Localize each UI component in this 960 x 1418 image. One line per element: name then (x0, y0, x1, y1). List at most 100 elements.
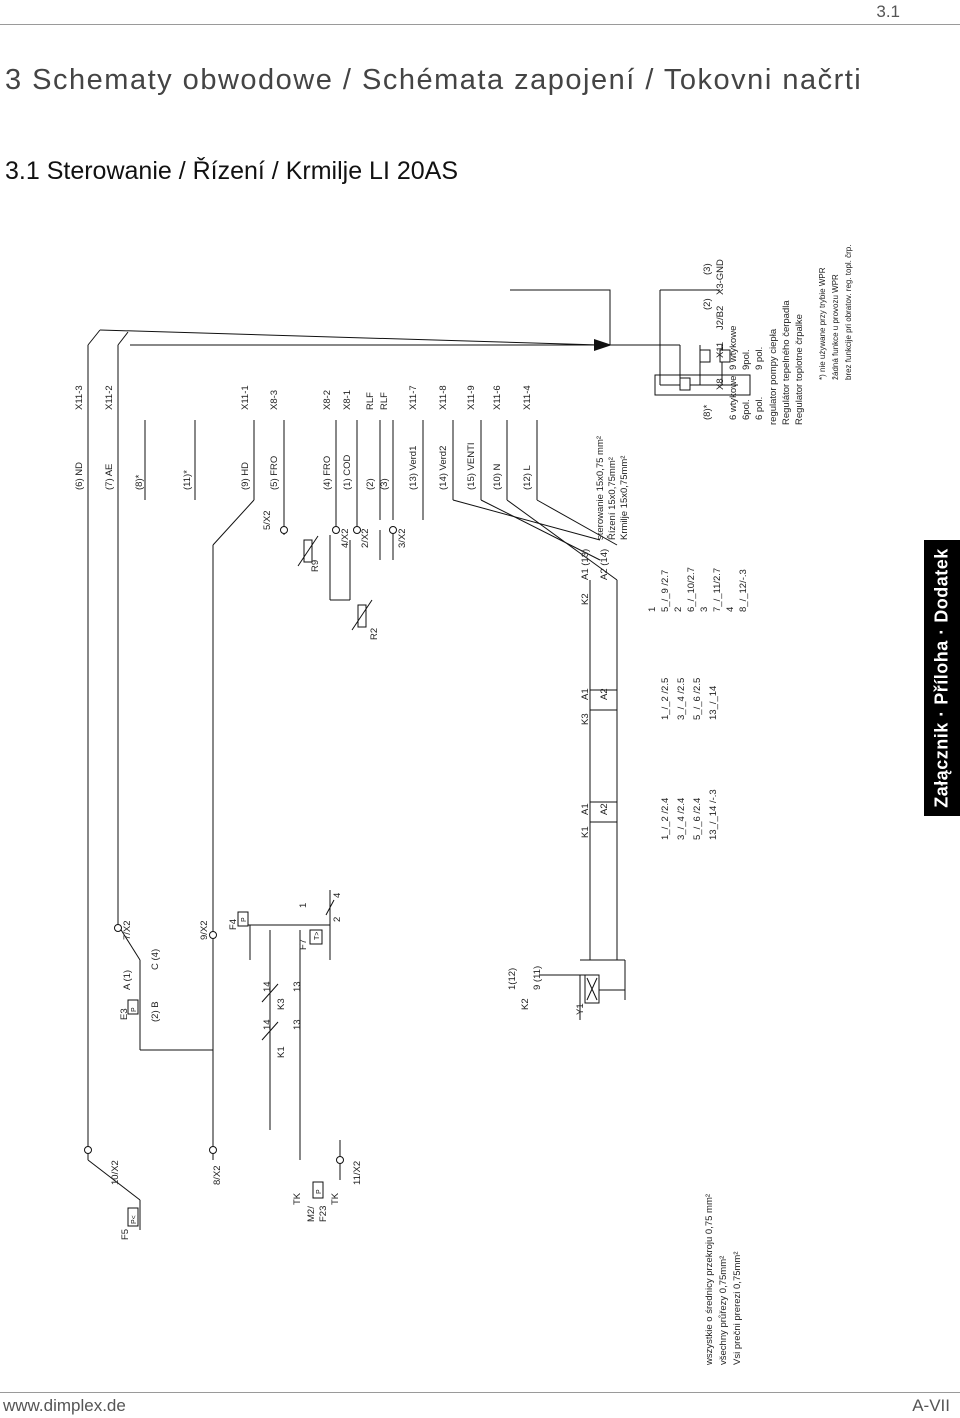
svg-text:všechny průřezy 0,75mm²: všechny průřezy 0,75mm² (718, 1256, 729, 1365)
terminal-labels: X11-3 X11-2 X11-1 X8-3 X8-2 X8-1 RLF RLF… (74, 385, 533, 410)
coil-k3: K3 A1 A2 (580, 688, 617, 725)
signal-verd1: (13) Verd1 (408, 446, 419, 490)
label-9x2: 9/X2 (199, 920, 210, 940)
signal-ae: (7) AE (104, 464, 115, 490)
svg-text:E3: E3 (119, 1008, 130, 1020)
contacts-k2: 1 5_/_9 /2.7 2 6_/_10/2.7 3 7_/_11/2.7 4… (647, 567, 749, 612)
svg-text:*) nie używane przy trybie WPR: *) nie używane przy trybie WPR (818, 267, 827, 380)
label-11x2: 11/X2 (352, 1161, 363, 1185)
svg-text:13_/_14: 13_/_14 (708, 686, 719, 720)
signal-venti: (15) VENTI (466, 442, 477, 490)
svg-text:2: 2 (673, 607, 684, 612)
svg-text:wszystkie o średnicy przekroju: wszystkie o średnicy przekroju 0,75 mm² (704, 1194, 715, 1366)
page-number: 3.1 (876, 2, 900, 21)
signal-n: (10) N (492, 463, 503, 490)
pressure-switch-e3: E3 P A (1) C (4) (2) B (119, 949, 161, 1022)
svg-text:5_/_6 /2.5: 5_/_6 /2.5 (692, 678, 703, 720)
svg-text:1_/_2 /2.5: 1_/_2 /2.5 (660, 678, 671, 720)
sensor-r9: R9 (297, 535, 321, 572)
svg-text:9 (11): 9 (11) (532, 966, 543, 990)
terminal-x11-8: X11-8 (438, 385, 449, 410)
svg-text:9 pol.: 9 pol. (754, 347, 765, 370)
svg-text:M2/: M2/ (306, 1206, 317, 1222)
label-3x2: 3/X2 (397, 528, 408, 548)
signal-fro-4: (4) FRO (322, 456, 333, 490)
svg-text:(2): (2) (702, 298, 713, 310)
plug-box-frame (654, 374, 751, 396)
pressure-switch-f5: F5 P< (120, 1207, 139, 1240)
svg-text:6 pol.: 6 pol. (754, 397, 765, 420)
label-7x2: 7/X2 (122, 920, 133, 940)
relay-k2-left: K2 1(12) 9 (11) (507, 966, 543, 1010)
pressure-switch-f4-icon (237, 911, 249, 927)
signal-2: (2) (365, 478, 376, 490)
svg-text:X8: X8 (715, 378, 726, 390)
thermistor-r2-icon (357, 604, 367, 628)
svg-text:A (1): A (1) (122, 970, 133, 990)
svg-text:A2 (14): A2 (14) (599, 549, 610, 580)
terminal-rlf-1: RLF (365, 392, 376, 410)
svg-text:14: 14 (262, 1019, 273, 1030)
connector-labels: 5/X2 4/X2 2/X2 3/X2 7/X2 9/X2 10/X2 8/X2… (110, 510, 408, 1185)
svg-text:A1: A1 (580, 688, 591, 700)
connector-8x2-icon (209, 1146, 217, 1154)
svg-text:7_/_11/2.7: 7_/_11/2.7 (712, 568, 723, 612)
signal-8: (8)* (134, 474, 145, 490)
connector-5x2-icon (280, 526, 288, 534)
svg-text:K1: K1 (276, 1046, 287, 1058)
svg-text:K2: K2 (520, 998, 531, 1010)
connector-11x2-icon (336, 1156, 344, 1164)
label-4x2: 4/X2 (340, 528, 351, 548)
terminal-x11-3: X11-3 (74, 385, 85, 410)
terminal-x11-2: X11-2 (104, 385, 115, 410)
relay-contacts-left: K1 14 13 K3 14 13 (261, 981, 303, 1058)
svg-text:F23: F23 (318, 1206, 329, 1222)
svg-text:Řízení 15x0,75mm²: Řízení 15x0,75mm² (607, 457, 618, 540)
pressure-switch-e3-icon (127, 999, 139, 1015)
solenoid-y1: Y1 (575, 974, 600, 1015)
terminal-rlf-2: RLF (379, 392, 390, 410)
side-tab-label: Załącznik · Příloha · Dodatek (931, 548, 952, 808)
svg-text:T>: T> (314, 932, 321, 940)
svg-text:K2: K2 (580, 593, 591, 605)
signal-nd: (6) ND (74, 462, 85, 490)
bottom-rule (0, 1392, 960, 1393)
signal-cod: (1) COD (342, 455, 353, 491)
coil-k2: K2 A1 (13) A2 (14) (580, 549, 610, 605)
svg-text:X11: X11 (715, 342, 726, 358)
svg-text:C (4): C (4) (150, 949, 161, 970)
svg-text:9 wtykowe: 9 wtykowe (728, 326, 739, 370)
svg-text:A1: A1 (580, 803, 591, 815)
label-8x2: 8/X2 (212, 1165, 223, 1185)
signal-fro-5: (5) FRO (269, 456, 280, 490)
label-2x2: 2/X2 (360, 528, 371, 548)
signal-3: (3) (379, 478, 390, 490)
plug-box: (8)* (2) (3) X8 X11 J2/B2 X3-GND 6 wtyko… (654, 259, 805, 425)
svg-text:K3: K3 (276, 998, 287, 1010)
svg-text:Krmilje 15x0,75mm²: Krmilje 15x0,75mm² (619, 456, 630, 540)
terminal-x11-7: X11-7 (408, 385, 419, 410)
svg-text:R2: R2 (369, 628, 380, 640)
svg-text:4: 4 (332, 893, 343, 898)
svg-text:žádná funkce u provozu WPR: žádná funkce u provozu WPR (831, 274, 840, 380)
svg-text:X3-GND: X3-GND (715, 259, 726, 295)
svg-text:P: P (131, 1007, 138, 1012)
motor-protection-f7-icon (309, 929, 323, 945)
svg-text:P: P (241, 917, 248, 922)
signal-l: (12) L (522, 465, 533, 490)
svg-text:K3: K3 (580, 713, 591, 725)
svg-text:3_/_4 /2.4: 3_/_4 /2.4 (676, 798, 687, 840)
svg-text:8_/_12/-.3: 8_/_12/-.3 (738, 569, 749, 612)
contacts-k3: 1_/_2 /2.5 3_/_4 /2.5 5_/_6 /2.5 13_/_14 (660, 678, 719, 720)
pressure-switch-f4: F4 P (228, 911, 249, 930)
svg-text:Regulátor tepelného čerpadla: Regulátor tepelného čerpadla (781, 300, 792, 425)
svg-text:2: 2 (332, 917, 343, 922)
svg-text:1: 1 (647, 607, 658, 612)
svg-text:K1: K1 (580, 826, 591, 838)
svg-text:P: P (316, 1189, 323, 1194)
thermal-protection-tk-icon (312, 1181, 324, 1199)
svg-text:3_/_4 /2.5: 3_/_4 /2.5 (676, 678, 687, 720)
section-title: 3.1 Sterowanie / Řízení / Krmilje LI 20A… (5, 157, 458, 185)
svg-text:6 wtykowe: 6 wtykowe (728, 376, 739, 420)
footer-page-number: A-VII (912, 1396, 950, 1415)
